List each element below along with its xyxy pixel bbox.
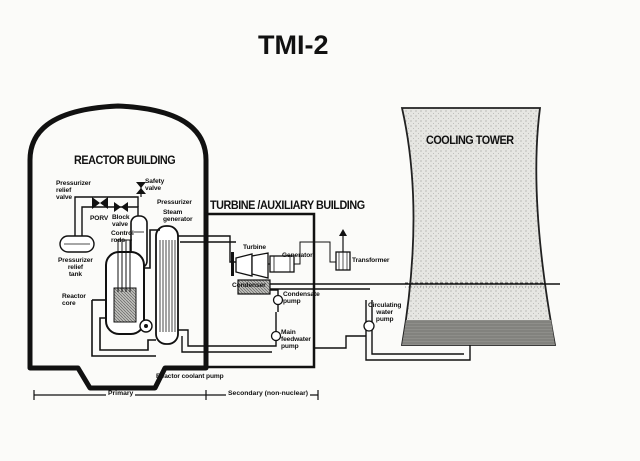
- generator-label: Generator: [282, 252, 313, 259]
- reactor-building-label: REACTOR BUILDING: [74, 153, 176, 167]
- reactor-coolant-pump: [139, 319, 153, 333]
- cooling-tower: [400, 107, 557, 346]
- porv-valve: [92, 197, 108, 209]
- transformer-label: Transformer: [352, 257, 390, 264]
- control-rods: [116, 239, 132, 292]
- cooling-water-basin: [402, 320, 555, 345]
- turbine: [231, 252, 269, 279]
- primary-loop: [91, 229, 160, 357]
- block-valve: [114, 202, 128, 212]
- page-title: TMI-2: [258, 30, 329, 60]
- primary-zone-label: Primary: [106, 390, 136, 398]
- main-feedwater-pump: [270, 330, 282, 342]
- pressurizer-relief-tank-label: Pressurizer relief tank: [58, 257, 93, 278]
- steam-generator-label: Steam generator: [163, 209, 193, 223]
- control-rods-label: Control rods: [111, 230, 134, 244]
- turbine-building-label: TURBINE /AUXILIARY BUILDING: [210, 198, 365, 212]
- condenser: [237, 279, 271, 295]
- block-valve-label: Block valve: [112, 214, 130, 228]
- condenser-label: Condenser: [232, 282, 266, 289]
- condensate-pump-label: Condensate pump: [283, 291, 320, 305]
- pressurizer-relief-valve-label: Pressurizer relief valve: [56, 180, 91, 201]
- cooling-tower-label: COOLING TOWER: [426, 133, 514, 147]
- condensate-pump: [272, 294, 284, 306]
- reactor-core: [113, 287, 137, 323]
- relief-piping: [74, 196, 139, 236]
- circulating-water-pump: [363, 320, 375, 332]
- turbine-label: Turbine: [243, 244, 266, 251]
- safety-valve-label: Safety valve: [145, 178, 165, 192]
- pressurizer-relief-tank: [59, 235, 95, 253]
- steam-generator: [155, 225, 179, 345]
- safety-valve: [136, 182, 146, 197]
- turbine-building: [204, 212, 316, 369]
- pressurizer-label: Pressurizer: [157, 199, 192, 206]
- porv-label: PORV: [90, 215, 109, 222]
- reactor-vessel: [105, 239, 145, 335]
- transformer: [294, 229, 351, 271]
- secondary-zone-label: Secondary (non-nuclear): [226, 390, 311, 398]
- main-feedwater-pump-label: Main feedwater pump: [281, 329, 311, 350]
- reactor-core-label: Reactor core: [62, 293, 86, 307]
- generator: [268, 255, 295, 273]
- reactor-coolant-pump-label: Reactor coolant pump: [156, 373, 224, 380]
- circulating-water-pump-label: Circulating water pump: [368, 302, 402, 323]
